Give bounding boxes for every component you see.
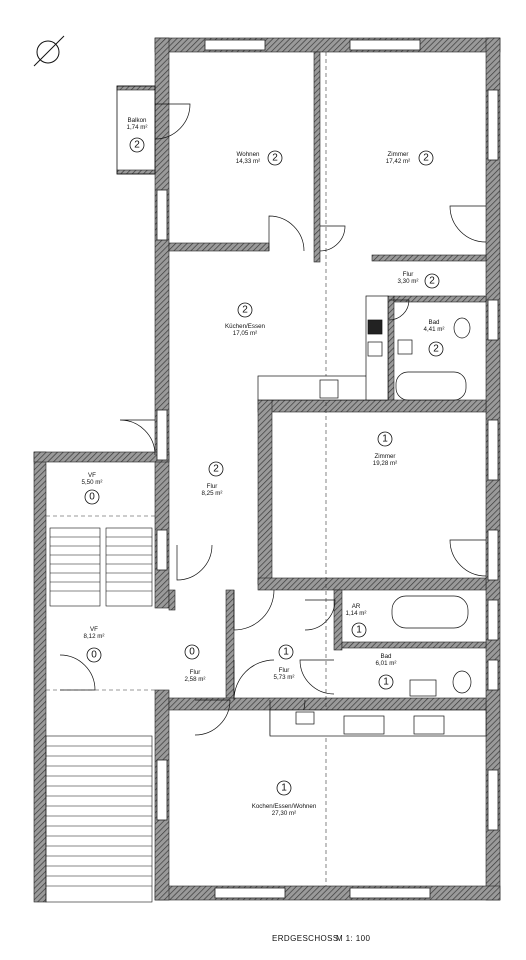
room-level: 2 <box>423 153 429 164</box>
room-name: Küchen/Essen <box>225 323 265 330</box>
room-name: Flur <box>403 271 414 278</box>
room-area: 19,28 m² <box>373 460 397 467</box>
room-name: Flur <box>190 669 201 676</box>
north-arrow-icon <box>33 35 65 67</box>
room-name: Flur <box>207 483 218 490</box>
balcony-outline <box>116 85 156 175</box>
level-marker <box>237 302 253 318</box>
level-marker <box>267 150 283 166</box>
doors <box>59 103 487 736</box>
room-name: Wohnen <box>237 151 260 158</box>
room-label: VF5,50 m² 0 <box>82 472 103 505</box>
toilet-icon <box>453 317 471 339</box>
room-area: 4,41 m² <box>424 326 445 333</box>
room-name: VF <box>88 472 96 479</box>
level-marker <box>351 622 367 638</box>
room-level: 1 <box>283 647 289 658</box>
room-level: 2 <box>213 464 219 475</box>
room-area: 2,58 m² <box>185 676 206 683</box>
room-area: 1,74 m² <box>127 124 148 131</box>
level-marker <box>378 674 394 690</box>
room-level: 1 <box>281 783 287 794</box>
room-level: 0 <box>89 492 95 503</box>
room-level: 2 <box>242 305 248 316</box>
level-marker <box>129 137 145 153</box>
room-area: 3,30 m² <box>398 278 419 285</box>
room-level: 1 <box>382 434 388 445</box>
room-name: Bad <box>380 653 392 660</box>
bathtub-icon <box>395 371 467 401</box>
level-marker <box>276 780 292 796</box>
level-marker <box>377 431 393 447</box>
level-marker <box>278 644 294 660</box>
plan-caption-scale: M 1: 100 <box>336 934 370 943</box>
room-label: VF8,12 m² 0 <box>84 626 105 663</box>
room-name: Bad <box>428 319 440 326</box>
level-marker <box>418 150 434 166</box>
level-marker <box>208 461 224 477</box>
walls <box>33 37 501 903</box>
room-level: 2 <box>134 140 140 151</box>
room-area: 14,33 m² <box>236 158 260 165</box>
room-name: Balkon <box>128 117 147 124</box>
windows <box>156 39 499 899</box>
level-marker <box>428 341 444 357</box>
room-area: 5,73 m² <box>274 674 295 681</box>
room-name: AR <box>352 603 361 610</box>
toilet-icon-2 <box>452 670 472 694</box>
fixtures <box>257 295 487 737</box>
room-area: 17,05 m² <box>233 330 257 337</box>
room-label: AR1,14 m² 1 <box>346 603 367 638</box>
room-level: 2 <box>272 153 278 164</box>
bathtub-icon-2 <box>391 595 469 629</box>
room-area: 27,30 m² <box>272 810 296 817</box>
room-area: 8,25 m² <box>202 490 223 497</box>
room-name: Zimmer <box>375 453 396 460</box>
room-level: 1 <box>383 677 389 688</box>
room-level: 2 <box>433 344 439 355</box>
level-marker <box>86 647 102 663</box>
room-area: 8,12 m² <box>84 633 105 640</box>
stairs <box>45 527 153 903</box>
plan-caption-floor: ERDGESCHOSS <box>272 934 339 943</box>
room-area: 5,50 m² <box>82 479 103 486</box>
room-level: 1 <box>356 625 362 636</box>
room-area: 17,42 m² <box>386 158 410 165</box>
level-marker <box>84 489 100 505</box>
room-name: Zimmer <box>388 151 409 158</box>
room-level: 2 <box>429 276 435 287</box>
level-marker <box>424 273 440 289</box>
room-level: 0 <box>91 650 97 661</box>
room-area: 1,14 m² <box>346 610 367 617</box>
boundaries <box>46 52 327 886</box>
room-name: Flur <box>279 667 290 674</box>
room-level: 0 <box>189 647 195 658</box>
room-name: Kochen/Essen/Wohnen <box>252 803 317 810</box>
level-marker <box>184 644 200 660</box>
room-name: VF <box>90 626 98 633</box>
room-area: 6,01 m² <box>376 660 397 667</box>
stove-icon <box>319 379 339 399</box>
